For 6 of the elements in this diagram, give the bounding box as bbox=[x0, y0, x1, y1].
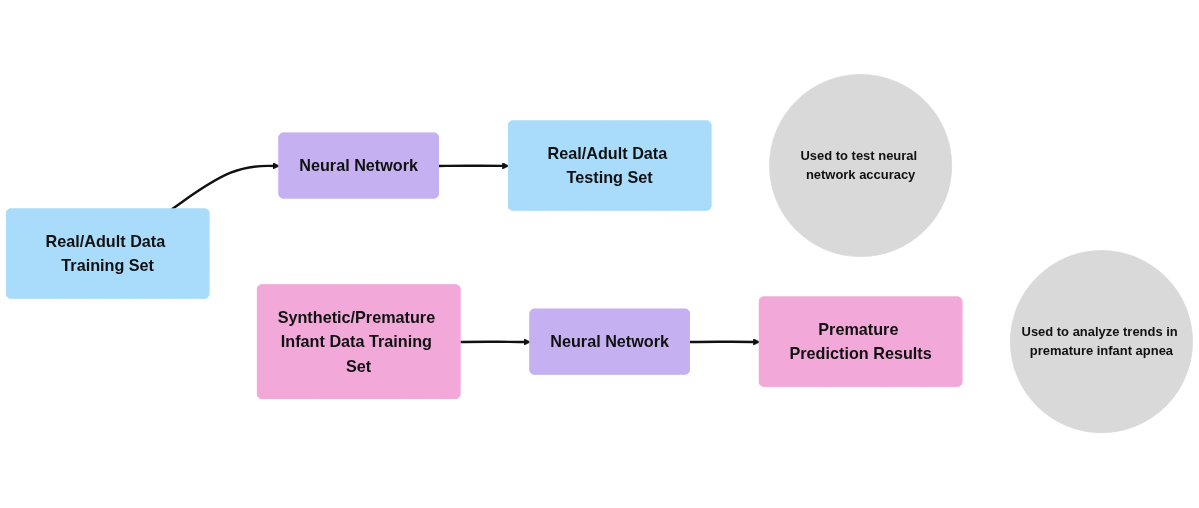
node-circle: Used to analyze trends in premature infant apnea bbox=[1009, 250, 1193, 434]
node-circle: Used to test neural network accuracy bbox=[769, 74, 953, 258]
arrow bbox=[170, 162, 280, 211]
arrow bbox=[460, 338, 531, 346]
arrow bbox=[689, 338, 761, 346]
arrow bbox=[438, 162, 510, 170]
